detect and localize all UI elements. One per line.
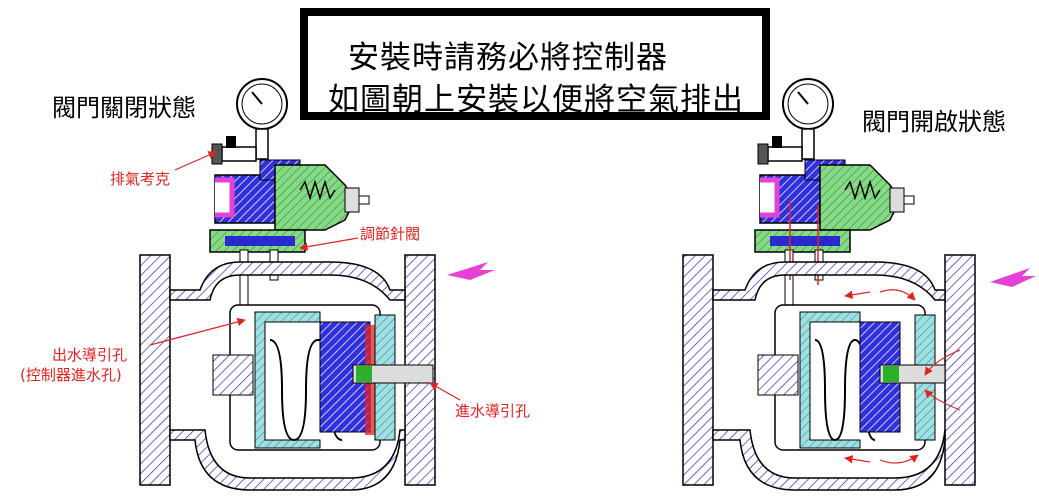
inlet-pilot-hole-label: 進水導引孔 — [455, 402, 531, 420]
closed-valve-drawing — [139, 78, 495, 491]
closed-state-title: 閥門關閉狀態 — [52, 94, 196, 122]
pressure-gauge-left — [236, 78, 288, 160]
vent-cock-left — [211, 136, 257, 165]
valve-body-left — [139, 254, 436, 491]
controller-left — [209, 159, 370, 321]
controller-right — [754, 159, 915, 321]
flow-arrow-left — [447, 262, 495, 280]
vent-cock-right — [757, 136, 803, 165]
controller-inlet-hole-label: (控制器進水孔) — [20, 366, 122, 384]
open-valve-drawing — [682, 78, 1036, 491]
open-state-title: 閥門開啟狀態 — [862, 108, 1006, 136]
flow-arrow-right — [990, 268, 1036, 287]
valve-body-right — [682, 254, 976, 491]
adjust-needle-valve-label: 調節針閥 — [360, 225, 421, 243]
vent-cock-label: 排氣考克 — [110, 170, 171, 188]
outlet-pilot-hole-label: 出水導引孔 — [52, 346, 128, 364]
notice-line-2: 如圖朝上安裝以便將空氣排出 — [328, 82, 744, 118]
installation-notice-box: 安裝時請務必將控制器 如圖朝上安裝以便將空氣排出 — [300, 8, 770, 120]
notice-line-1: 安裝時請務必將控制器 — [348, 40, 668, 76]
pressure-gauge-right — [782, 78, 834, 160]
